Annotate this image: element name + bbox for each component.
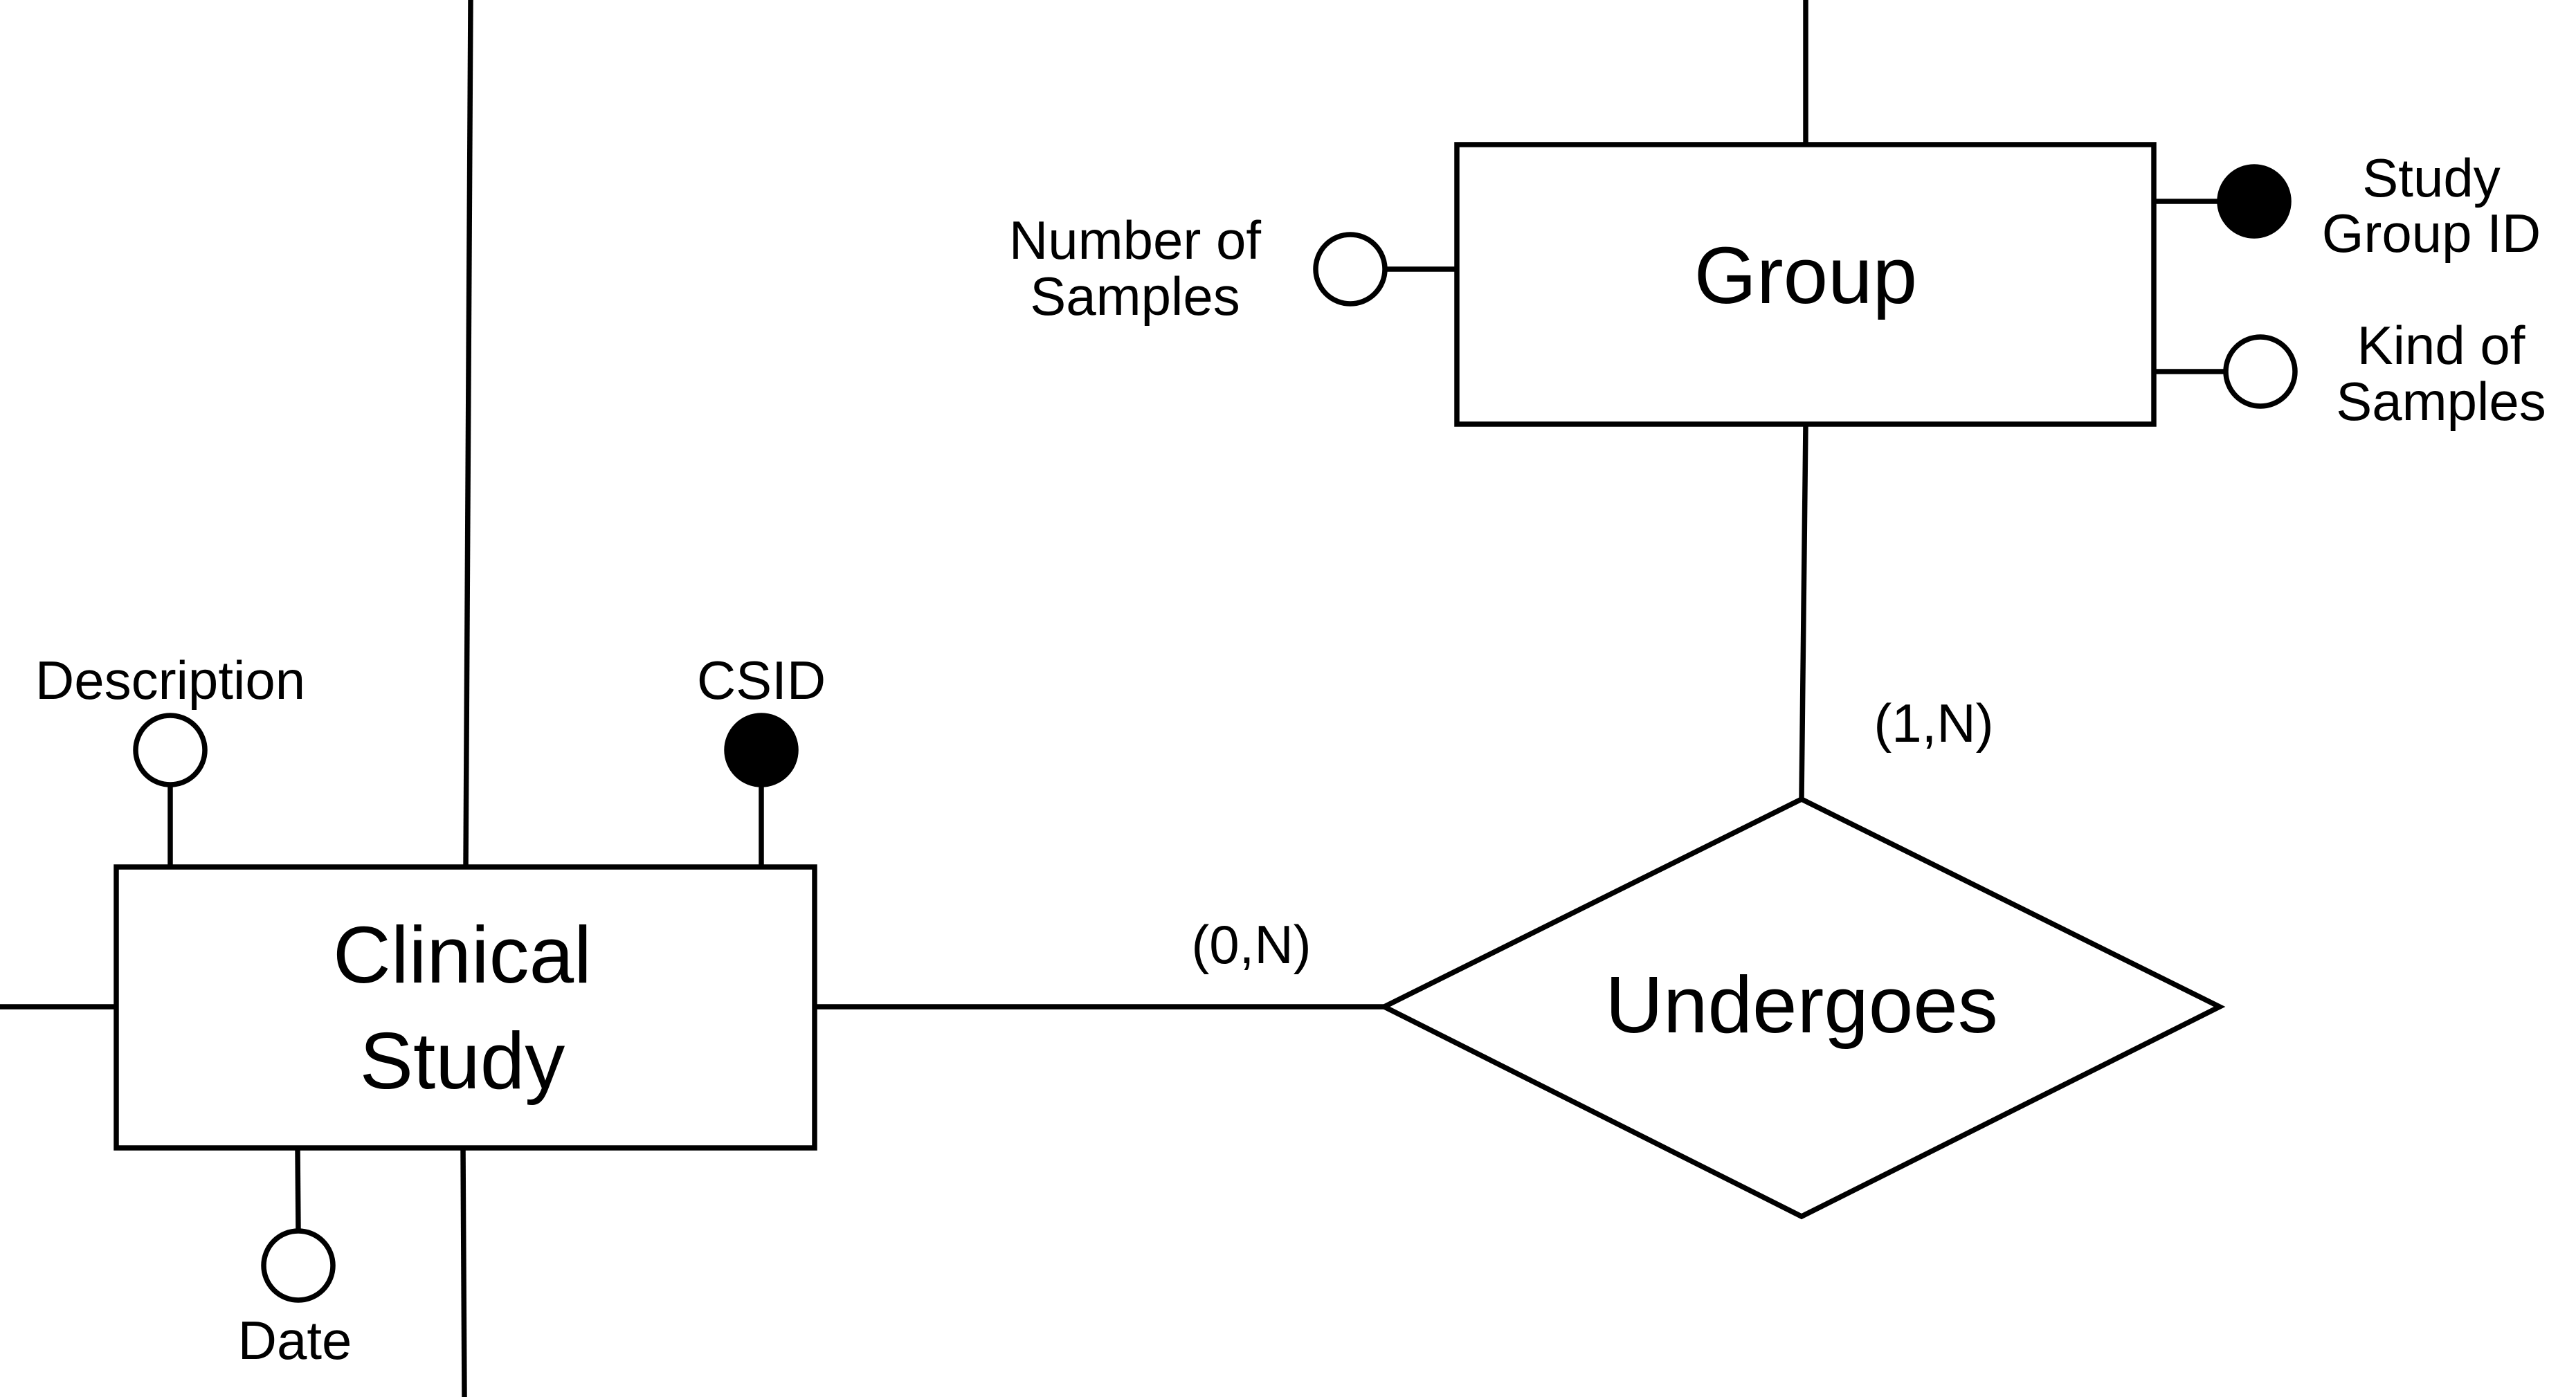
kind-of-samples-label-line1: Kind of (2357, 315, 2525, 376)
kind-of-samples-label-line2: Samples (2336, 371, 2546, 432)
csid-label: CSID (697, 650, 826, 711)
undergoes-relationship-label: Undergoes (1605, 960, 1997, 1050)
description-label: Description (35, 650, 305, 711)
clinical-study-top-link-line (463, 0, 473, 868)
clinical-study-undergoes-cardinality: (0,N) (1191, 914, 1311, 975)
study-group-id-label-line2: Group ID (2322, 203, 2541, 264)
clinical-study-label-line2: Study (360, 1016, 565, 1106)
date-attribute-circle (261, 1228, 336, 1303)
date-label: Date (238, 1310, 352, 1371)
study-group-id-key-circle (2217, 164, 2292, 239)
group-entity-box (1454, 142, 2157, 427)
csid-key-circle (724, 713, 799, 787)
kind-of-samples-attribute-circle (2223, 334, 2298, 409)
group-undergoes-link-line (1799, 423, 1808, 800)
description-attribute-circle (133, 713, 208, 787)
clinical-study-label-line1: Clinical (333, 910, 592, 1000)
number-of-samples-label-line2: Samples (1030, 266, 1240, 327)
undergoes-relationship-diamond (1378, 796, 2226, 1220)
number-of-samples-label-line1: Number of (1009, 210, 1261, 271)
group-undergoes-cardinality: (1,N) (1874, 693, 1993, 754)
group-entity-label: Group (1694, 230, 1917, 320)
number-of-samples-attribute-circle (1313, 232, 1388, 307)
study-group-id-label-line1: Study (2362, 147, 2500, 208)
clinical-study-bottom-link-line (460, 1147, 467, 1397)
clinical-study-entity-box (114, 864, 817, 1151)
